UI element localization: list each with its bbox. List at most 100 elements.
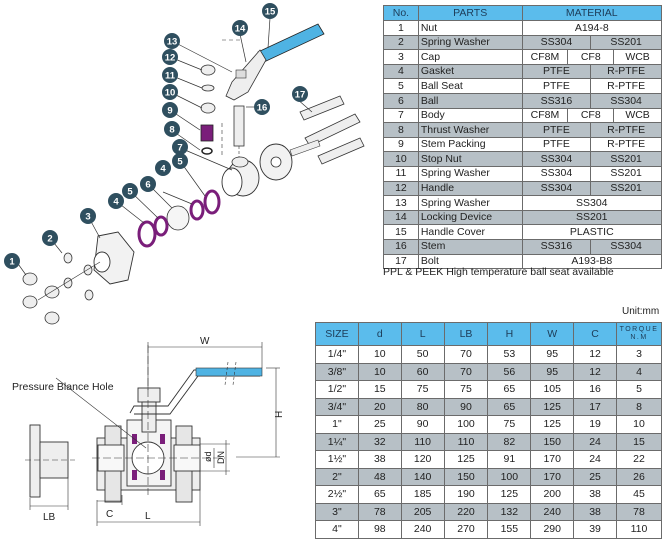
part-material: CF8 (567, 49, 615, 65)
part-name: Handle (417, 180, 523, 197)
part-name: Spring Washer (417, 195, 523, 211)
cell-torque: 3 (615, 345, 663, 364)
callout-badge (164, 33, 180, 49)
callout-number: 8 (169, 125, 174, 136)
part-material: WCB (613, 49, 662, 65)
cell-size: 1¼" (315, 432, 359, 451)
callout-badge (108, 193, 124, 209)
cell-w: 125 (530, 415, 575, 434)
cell-c: 12 (573, 345, 617, 364)
part-number: 6 (383, 92, 419, 109)
dimension-lines (55, 342, 280, 526)
cell-h: 65 (487, 397, 532, 416)
cap-side-view (25, 424, 75, 510)
cell-size: 1/2" (315, 380, 359, 399)
dim-label-h: H (274, 411, 285, 418)
dimension-drawing: W H ød DN C L LB Pressure Blance Hole (12, 336, 285, 526)
spring-washer-11-part (201, 84, 215, 92)
cell-torque: 45 (615, 485, 663, 504)
part-name: Gasket (417, 63, 523, 80)
cell-d: 78 (357, 502, 402, 521)
right-cap-part (259, 143, 293, 181)
part-material: R-PTFE (590, 78, 662, 94)
stop-nut-part (200, 102, 216, 114)
part-name: Cap (417, 49, 523, 65)
cell-h: 132 (487, 502, 532, 521)
part-number: 7 (383, 107, 419, 124)
cell-l: 60 (400, 362, 445, 381)
stem-nut-stack (200, 39, 240, 155)
part-material: SS316 (521, 238, 592, 255)
cell-w: 170 (530, 450, 575, 469)
torque-label: TORQUE (619, 326, 659, 334)
cell-size: 3/8" (315, 362, 359, 381)
part-material: SS304 (521, 165, 592, 182)
callout-number: 4 (113, 197, 119, 208)
callout-badge (162, 67, 178, 83)
part-material: SS201 (590, 151, 662, 167)
cell-lb: 70 (443, 345, 489, 364)
part-name: Handle Cover (417, 224, 523, 240)
cell-l: 50 (400, 345, 445, 364)
callout-badge (172, 153, 188, 169)
left-cap-part (93, 231, 135, 285)
cell-c: 24 (573, 432, 617, 451)
cell-w: 170 (530, 467, 575, 486)
part-material: SS201 (590, 165, 662, 182)
cell-w: 95 (530, 345, 575, 364)
cell-torque: 110 (615, 520, 663, 539)
part-name: Body (417, 107, 523, 124)
cell-c: 12 (573, 362, 617, 381)
cell-d: 10 (357, 345, 402, 364)
part-number: 3 (383, 49, 419, 65)
gasket-right-part (203, 189, 221, 215)
valve-section-view (92, 345, 225, 503)
header-h: H (487, 322, 532, 346)
cell-d: 20 (357, 397, 402, 416)
part-name: Spring Washer (417, 34, 523, 51)
cell-w: 125 (530, 397, 575, 416)
callout-number: 11 (165, 71, 176, 82)
callout-badge (140, 176, 156, 192)
cell-h: 53 (487, 345, 532, 364)
cell-lb: 190 (443, 485, 489, 504)
part-material: PLASTIC (521, 224, 663, 240)
header-w: W (530, 322, 575, 346)
cell-lb: 90 (443, 397, 489, 416)
cell-h: 75 (487, 415, 532, 434)
cell-w: 290 (530, 520, 575, 539)
part-number: 8 (383, 122, 419, 138)
callout-badge (254, 99, 270, 115)
callout-badge (262, 3, 278, 19)
part-material: SS304 (521, 34, 592, 51)
cell-lb: 220 (443, 502, 489, 521)
stem-packing-part (200, 124, 214, 142)
part-number: 9 (383, 136, 419, 153)
callout-badge (42, 230, 58, 246)
part-material: SS201 (590, 34, 662, 51)
cell-c: 39 (573, 520, 617, 539)
part-number: 1 (383, 20, 419, 36)
callout-number: 7 (177, 143, 182, 154)
cell-w: 150 (530, 432, 575, 451)
callout-number: 5 (127, 187, 133, 198)
part-number: 11 (383, 165, 419, 182)
parts-table-header: No. PARTS MATERIAL (383, 5, 663, 21)
cell-d: 48 (357, 467, 402, 486)
part-material: WCB (613, 107, 662, 124)
cell-c: 16 (573, 380, 617, 399)
part-material: SS304 (521, 180, 592, 197)
callout-number: 2 (47, 234, 52, 245)
callout-badge (172, 139, 188, 155)
part-name: Spring Washer (417, 165, 523, 182)
cell-h: 65 (487, 380, 532, 399)
